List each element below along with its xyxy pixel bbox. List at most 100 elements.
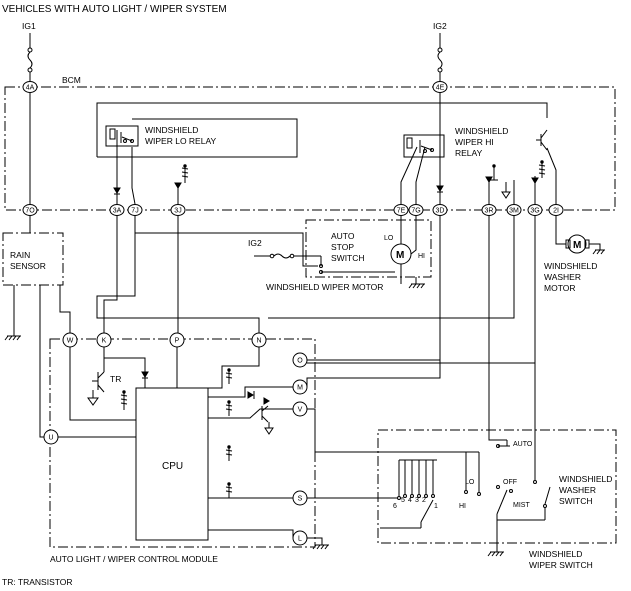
bcm-connector-3g: 3G [527, 204, 543, 216]
svg-text:3A: 3A [113, 208, 122, 215]
svg-text:M: M [396, 250, 404, 261]
bcm-connector-7e: 7E [393, 204, 409, 216]
svg-text:S: S [298, 496, 303, 503]
bcm-connector-3r: 3R [481, 204, 497, 216]
step-2: 2 [422, 497, 426, 504]
bcm-washer-transistor [536, 129, 548, 151]
terminal-p: P [169, 332, 185, 348]
motor-hi-label: HI [418, 253, 425, 260]
module-internal-wiring [58, 347, 329, 550]
ig1-label: IG1 [22, 21, 36, 31]
bcm-connector-7o: 7O [22, 204, 38, 216]
switch-resistor-ladder [380, 459, 437, 529]
bcm-label: BCM [62, 75, 81, 85]
terminal-s: S [292, 490, 308, 506]
cpu-block [135, 387, 209, 541]
svg-text:P: P [175, 338, 180, 345]
terminal-m: M [292, 379, 308, 395]
svg-text:L: L [298, 536, 302, 543]
step-3: 3 [415, 497, 419, 504]
bcm-diodes [113, 176, 539, 195]
bcm-connector-3a: 3A [109, 204, 125, 216]
step-5: 5 [401, 497, 405, 504]
bcm-resistors [181, 160, 546, 183]
svg-text:3D: 3D [436, 208, 445, 215]
bcm-connector-3m: 3M [506, 204, 522, 216]
motor-lo-label: LO [384, 235, 394, 242]
bcm-connector-3d: 3D [432, 204, 448, 216]
svg-text:W: W [67, 338, 74, 345]
cpu-label: CPU [162, 461, 183, 472]
svg-text:O: O [297, 358, 303, 365]
wiper-motor-box [305, 219, 432, 278]
terminal-k: K [96, 332, 112, 348]
svg-text:7J: 7J [131, 208, 138, 215]
switch-off-label: OFF [503, 479, 517, 486]
terminal-l: L [292, 530, 308, 546]
step-4: 4 [408, 497, 412, 504]
svg-text:4E: 4E [436, 85, 445, 92]
svg-text:K: K [102, 338, 107, 345]
svg-text:M: M [297, 385, 303, 392]
terminal-u: U [43, 429, 59, 445]
ig2-motor-label: IG2 [248, 238, 262, 248]
module-resistors [120, 368, 233, 498]
bcm-ground-symbols [501, 182, 511, 199]
footnote: TR: TRANSISTOR [2, 577, 73, 587]
step-6: 6 [393, 503, 397, 510]
switch-mode-contacts [464, 363, 551, 557]
bcm-box [4, 86, 616, 211]
terminal-o: O [292, 352, 308, 368]
step-1: 1 [434, 503, 438, 510]
motor-ground [408, 277, 425, 289]
svg-text:U: U [48, 435, 53, 442]
svg-text:7E: 7E [397, 208, 406, 215]
bcm-connector-7g: 7G [408, 204, 424, 216]
terminal-v: V [292, 401, 308, 417]
bcm-connector-4a: 4A [22, 81, 38, 93]
module-transistor-tr [87, 358, 105, 406]
ig1-fuse [27, 33, 33, 81]
svg-text:3R: 3R [485, 208, 494, 215]
svg-text:2I: 2I [553, 208, 559, 215]
svg-text:7G: 7G [411, 208, 420, 215]
wiper-motor-label: WINDSHIELD WIPER MOTOR [266, 282, 383, 292]
ig2-label: IG2 [433, 21, 447, 31]
washer-motor: M [555, 216, 605, 255]
switch-auto-label: AUTO [513, 441, 533, 448]
svg-text:3G: 3G [530, 208, 539, 215]
svg-text:3J: 3J [174, 208, 181, 215]
switch-mist-label: MIST [513, 502, 530, 509]
svg-text:3M: 3M [509, 208, 519, 215]
tr-label: TR [110, 374, 121, 384]
wiper-motor: M [134, 216, 417, 284]
bcm-connector-2i: 2I [548, 204, 564, 216]
bcm-connector-7j: 7J [127, 204, 143, 216]
bcm-connector-3j: 3J [170, 204, 186, 216]
wiper-hi-relay [403, 134, 445, 158]
switch-hi-label: HI [459, 503, 466, 510]
terminal-w: W [62, 332, 78, 348]
control-module-label: AUTO LIGHT / WIPER CONTROL MODULE [50, 554, 218, 564]
svg-text:N: N [256, 338, 261, 345]
diagram-title: VEHICLES WITH AUTO LIGHT / WIPER SYSTEM [2, 4, 227, 15]
svg-text:V: V [298, 407, 303, 414]
svg-text:4A: 4A [26, 85, 35, 92]
terminal-n: N [251, 332, 267, 348]
svg-text:M: M [573, 240, 581, 251]
module-diodes [141, 371, 270, 405]
switch-lo-label: LO [465, 479, 475, 486]
module-transistor-2 [261, 405, 274, 435]
bcm-connector-4e: 4E [432, 81, 448, 93]
svg-text:7O: 7O [25, 208, 35, 215]
ig2-fuse [437, 33, 443, 81]
wiper-lo-relay [105, 125, 139, 147]
rain-sensor-box [2, 232, 64, 286]
